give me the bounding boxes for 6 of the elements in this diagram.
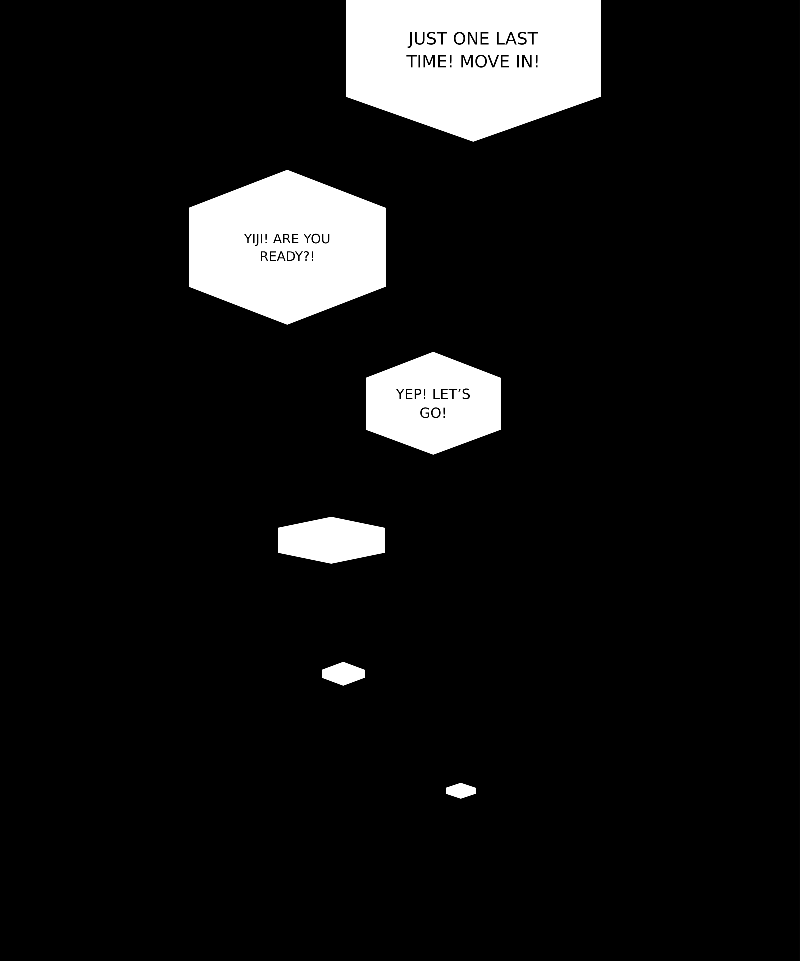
speech-bubble bbox=[446, 783, 476, 799]
speech-bubble: YIJI! ARE YOU READY?! bbox=[189, 170, 386, 325]
speech-bubble bbox=[278, 517, 385, 564]
speech-bubble: JUST ONE LAST TIME! MOVE IN! bbox=[346, 0, 601, 142]
speech-bubble: YEP! LET’S GO! bbox=[366, 352, 501, 455]
speech-bubble bbox=[322, 662, 365, 686]
